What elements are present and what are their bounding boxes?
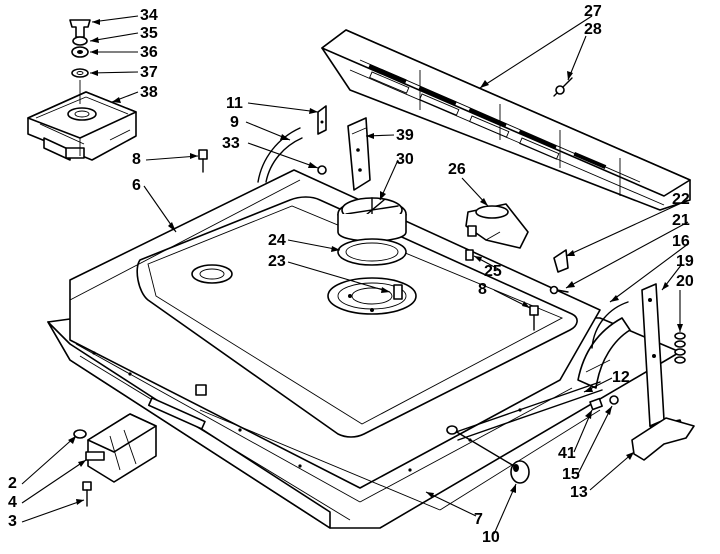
part-11-bracket: [317, 105, 327, 135]
part-8-screw-top: [198, 149, 208, 173]
callout-35: 35: [140, 25, 158, 42]
callout-19: 19: [676, 253, 694, 270]
callout-6: 6: [132, 177, 141, 194]
callout-36: 36: [140, 44, 158, 61]
callout-12: 12: [612, 369, 630, 386]
part-20-spring: [674, 332, 686, 364]
callout-7: 7: [474, 511, 483, 528]
callout-8-top: 8: [132, 151, 141, 168]
part-25-screw: [465, 249, 474, 261]
leader-lines: [21, 15, 689, 535]
callout-20: 20: [676, 273, 694, 290]
part-27-rail: [321, 29, 691, 211]
parts-34-37-stack: [69, 19, 91, 104]
callout-33: 33: [222, 135, 240, 152]
part-41-block: [589, 397, 603, 411]
door-panel-6: [47, 127, 681, 529]
leader-arrowheads: [68, 19, 683, 505]
callout-15: 15: [562, 466, 580, 483]
part-10-knob: [510, 460, 530, 484]
callout-34: 34: [140, 7, 158, 24]
part-2-washer: [73, 429, 87, 439]
part-21-screw: [549, 285, 569, 295]
callout-4: 4: [8, 494, 17, 511]
spray-arm-30: [337, 197, 407, 242]
part-33-screw: [317, 165, 327, 175]
seal-24: [337, 238, 407, 266]
callout-13: 13: [570, 484, 588, 501]
callout-38: 38: [140, 84, 158, 101]
callout-24: 24: [268, 232, 286, 249]
callout-41: 41: [558, 445, 576, 462]
part-3-screw: [82, 481, 92, 507]
part-15-screw: [609, 395, 619, 405]
callout-37: 37: [140, 64, 158, 81]
part-13-bracket: [631, 417, 695, 461]
sump-23: [327, 277, 417, 315]
part-8-screw-right: [529, 305, 539, 331]
callout-11: 11: [226, 95, 243, 112]
callout-8-right: 8: [478, 281, 487, 298]
callout-22: 22: [672, 191, 690, 208]
callout-2: 2: [8, 475, 17, 492]
part-10-rod: [446, 425, 515, 467]
part-39-bracket: [347, 117, 371, 191]
callout-9: 9: [230, 114, 239, 131]
callout-28: 28: [584, 21, 602, 38]
callout-16: 16: [672, 233, 690, 250]
part-4-latch: [85, 413, 157, 483]
callout-26: 26: [448, 161, 466, 178]
callout-39: 39: [396, 127, 414, 144]
callout-10: 10: [482, 529, 500, 546]
callout-21: 21: [672, 212, 690, 229]
part-28-screw: [553, 77, 573, 97]
part-16-hinge-spring: [591, 301, 629, 349]
callout-25: 25: [484, 263, 502, 280]
callout-30: 30: [396, 151, 414, 168]
callout-3: 3: [8, 513, 17, 530]
part-22-clip: [553, 249, 569, 273]
part-26-module: [465, 203, 529, 249]
callout-27: 27: [584, 3, 602, 20]
callout-23: 23: [268, 253, 286, 270]
part-38-motor-mount: [27, 91, 137, 161]
